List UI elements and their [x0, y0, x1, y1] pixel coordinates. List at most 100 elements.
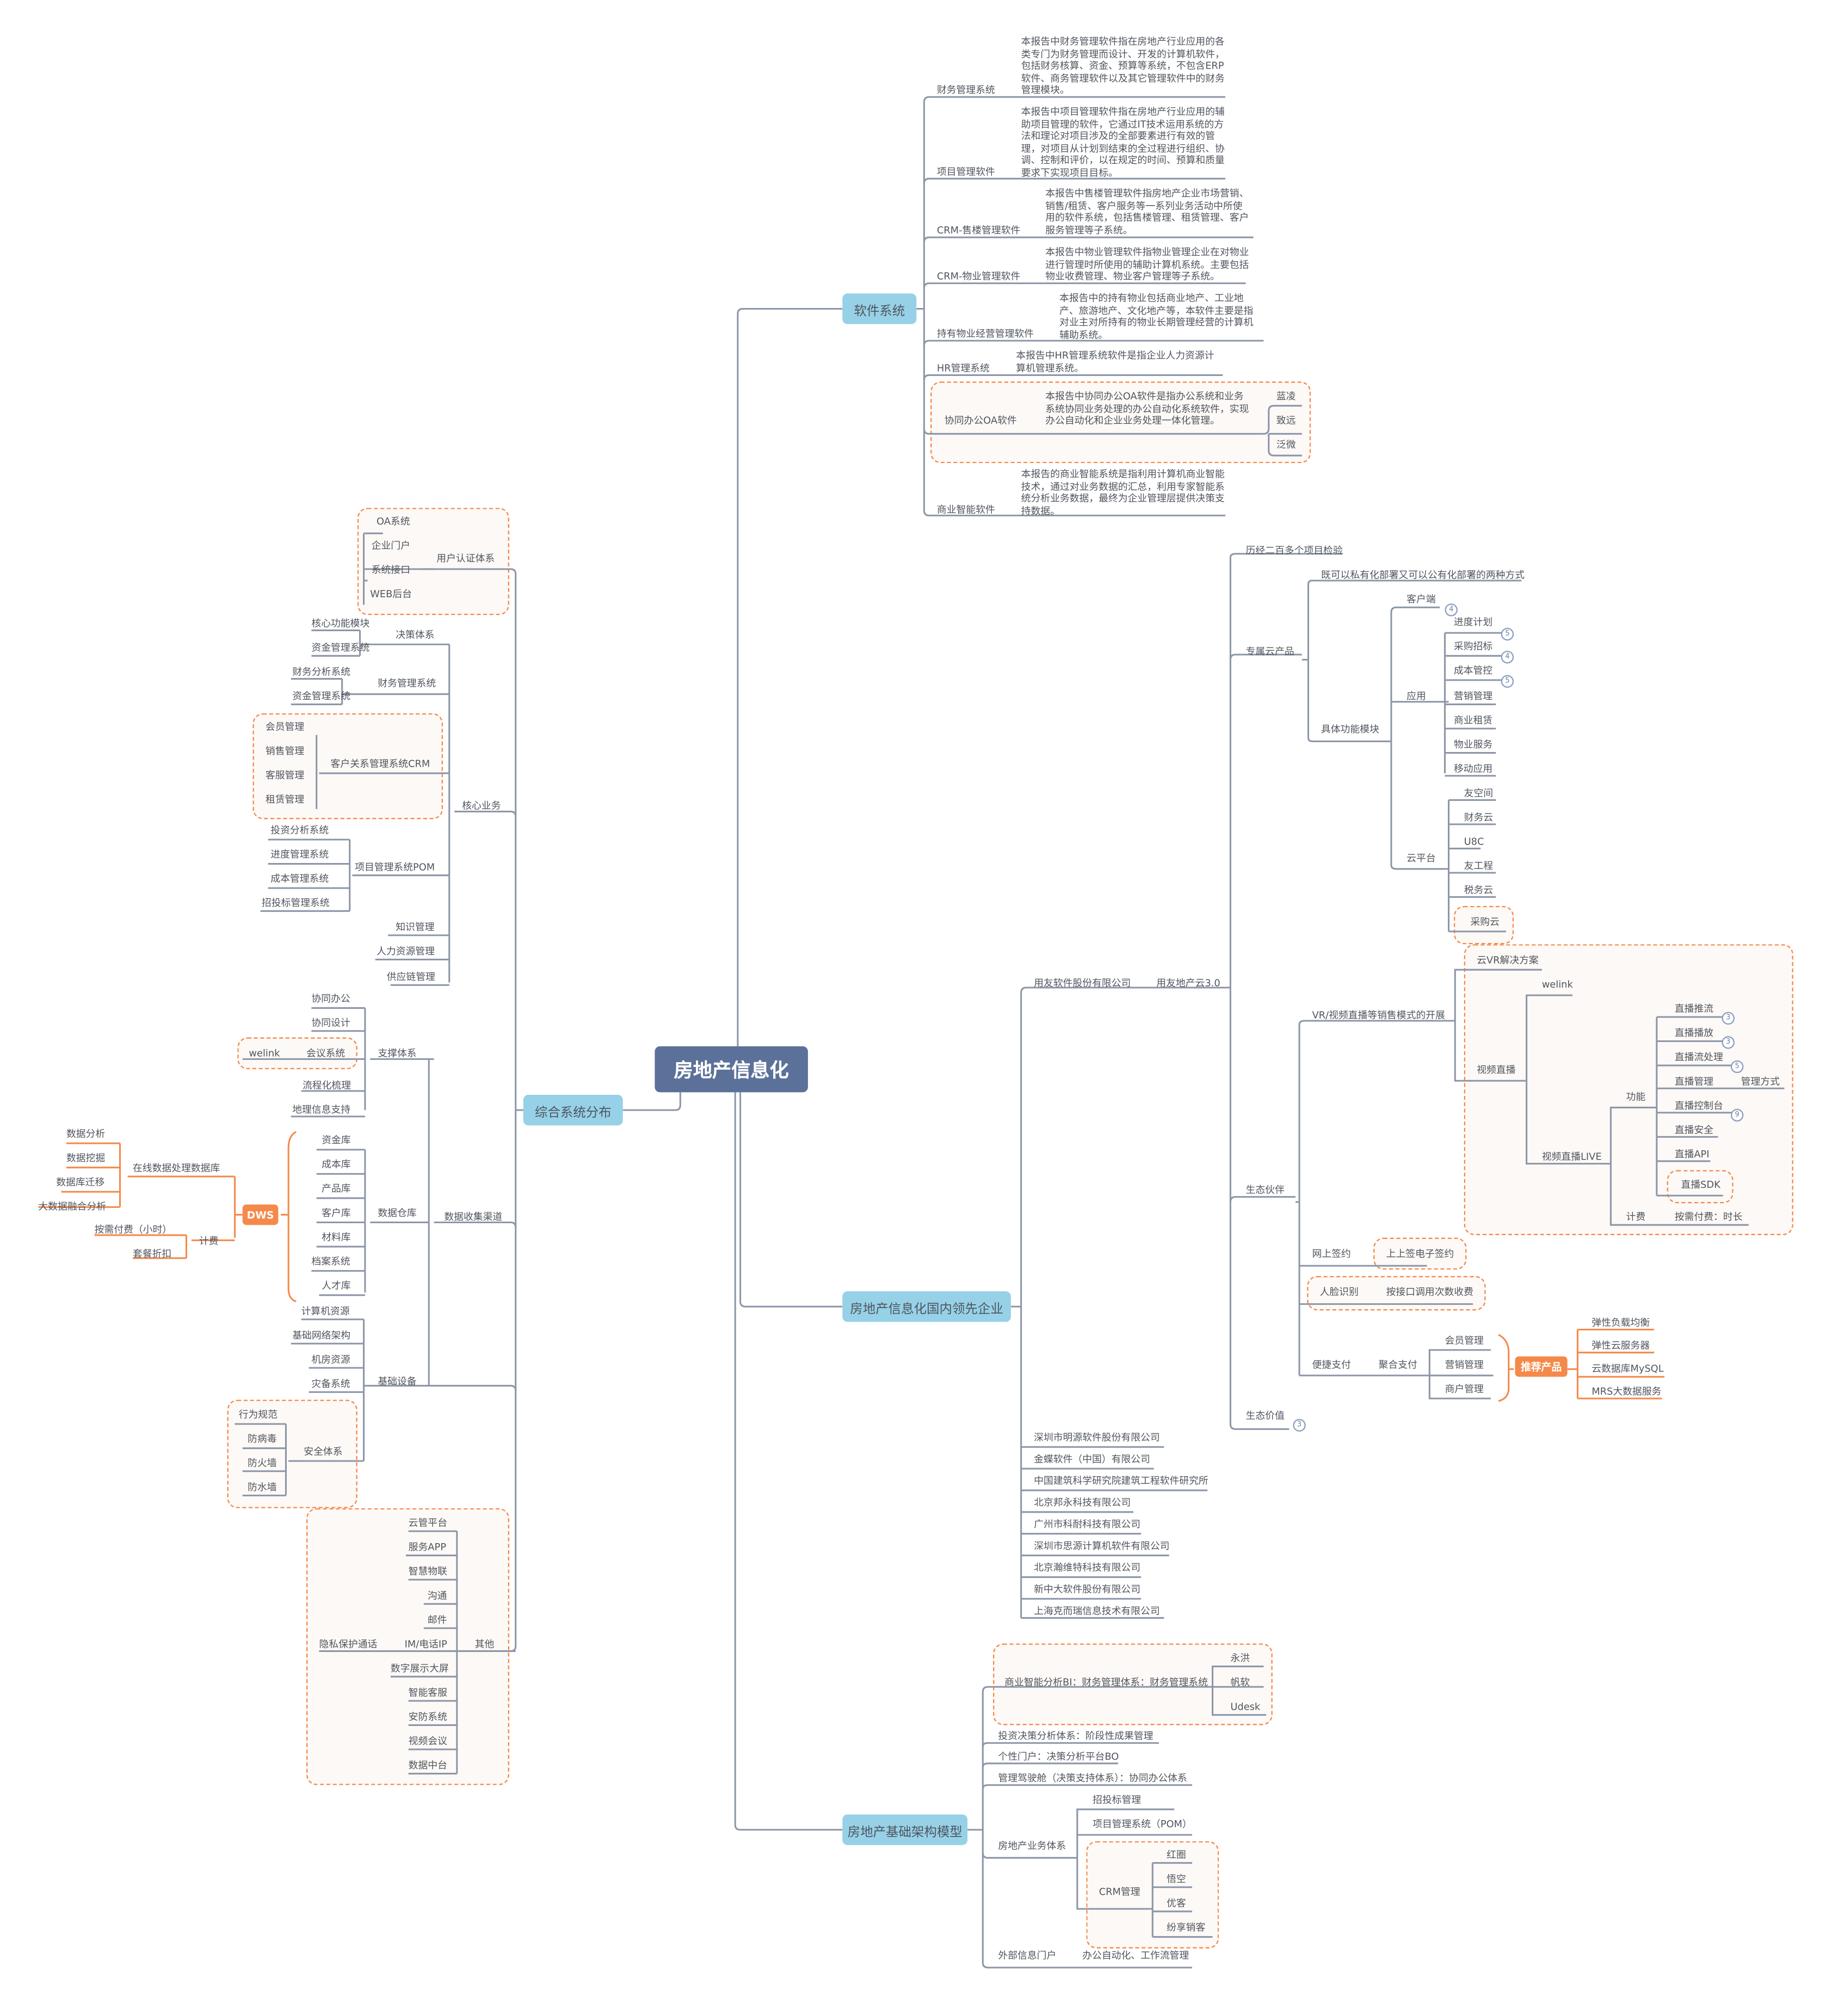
video-live[interactable]: 视频直播: [1477, 1064, 1516, 1076]
infra-item[interactable]: 机房资源: [311, 1354, 350, 1366]
decision-item[interactable]: 资金管理系统: [311, 642, 370, 653]
welink[interactable]: welink: [1541, 978, 1573, 990]
app-item[interactable]: 进度计划: [1453, 616, 1493, 628]
live-function[interactable]: 直播播放: [1674, 1027, 1713, 1039]
core-item[interactable]: 人力资源管理: [377, 945, 435, 957]
live-billing[interactable]: 计费: [1626, 1211, 1646, 1223]
crm-item[interactable]: 销售管理: [265, 745, 305, 757]
business-item[interactable]: 招投标管理: [1093, 1794, 1142, 1806]
face-recognition[interactable]: 人脸识别: [1319, 1286, 1359, 1298]
architecture-item[interactable]: 投资决策分析体系：阶段性成果管理: [998, 1730, 1154, 1742]
dws-node[interactable]: DWS: [242, 1204, 279, 1225]
warehouse-item[interactable]: 成本库: [322, 1158, 351, 1170]
architecture-item[interactable]: 个性门户：决策分析平台BO: [998, 1750, 1119, 1762]
collapsed-count-badge[interactable]: 4: [1501, 650, 1514, 664]
pom-item[interactable]: 投资分析系统: [270, 824, 329, 836]
online-signing-value[interactable]: 上上签电子签约: [1386, 1248, 1454, 1260]
cloud-item[interactable]: 采购云: [1470, 916, 1500, 928]
branch-software-systems[interactable]: 软件系统: [842, 293, 917, 324]
software-item[interactable]: 持有物业经营管理软件: [936, 328, 1034, 340]
ecosystem-value[interactable]: 生态价值: [1245, 1410, 1285, 1422]
recommended-item[interactable]: 云数据库MySQL: [1592, 1363, 1664, 1374]
security-item[interactable]: 行为规范: [238, 1408, 277, 1420]
aggregate-payment[interactable]: 聚合支付: [1378, 1359, 1417, 1371]
company-item[interactable]: 北京瀚维特科技有限公司: [1034, 1562, 1141, 1574]
software-item[interactable]: 财务管理系统: [936, 84, 995, 96]
business-system[interactable]: 房地产业务体系: [998, 1840, 1066, 1852]
meeting-sub[interactable]: welink: [249, 1047, 280, 1059]
company-item[interactable]: 新中大软件股份有限公司: [1034, 1583, 1141, 1595]
crm-item[interactable]: 客服管理: [265, 769, 305, 781]
other-item[interactable]: 智慧物联: [408, 1565, 447, 1577]
cloud-item[interactable]: 财务云: [1464, 811, 1494, 823]
software-item[interactable]: CRM-物业管理软件: [936, 270, 1021, 282]
live-billing-value[interactable]: 按需付费：时长: [1674, 1211, 1743, 1223]
live-function[interactable]: 直播安全: [1674, 1124, 1713, 1136]
core-item[interactable]: 供应链管理: [386, 971, 435, 983]
pom-system[interactable]: 项目管理系统POM: [355, 861, 435, 873]
other-item[interactable]: 云管平台: [408, 1517, 447, 1529]
pom-item[interactable]: 招投标管理系统: [261, 897, 330, 909]
bi-vendor[interactable]: 永洪: [1230, 1652, 1250, 1664]
crm-vendor[interactable]: 纷享销客: [1167, 1921, 1206, 1933]
architecture-item[interactable]: 管理驾驶舱（决策支持体系）：协同办公体系: [998, 1772, 1187, 1784]
collapsed-count-badge[interactable]: 9: [1730, 1108, 1744, 1122]
data-warehouse[interactable]: 数据仓库: [378, 1207, 417, 1219]
other-item[interactable]: 沟通: [427, 1589, 447, 1601]
warehouse-item[interactable]: 人才库: [322, 1280, 351, 1292]
crm-item[interactable]: 租赁管理: [265, 793, 305, 805]
live-function[interactable]: 直播API: [1674, 1148, 1710, 1160]
vr-sales[interactable]: VR/视频直播等销售模式的开展: [1312, 1009, 1445, 1021]
other-item[interactable]: 安防系统: [408, 1711, 447, 1723]
business-item[interactable]: 项目管理系统（POM）: [1093, 1818, 1192, 1830]
security-system[interactable]: 安全体系: [304, 1445, 343, 1457]
support-system[interactable]: 支撑体系: [378, 1047, 417, 1059]
warehouse-item[interactable]: 资金库: [322, 1134, 351, 1146]
collapsed-count-badge[interactable]: 5: [1730, 1060, 1744, 1074]
dws-billing-item[interactable]: 按需付费（小时）: [94, 1223, 172, 1235]
live-functions[interactable]: 功能: [1626, 1090, 1646, 1103]
software-item[interactable]: 协同办公OA软件: [944, 415, 1017, 427]
cloud-item[interactable]: U8C: [1464, 835, 1484, 848]
infra-item[interactable]: 灾备系统: [311, 1378, 350, 1390]
software-item[interactable]: CRM-售楼管理软件: [936, 224, 1021, 236]
crm-system[interactable]: 客户关系管理系统CRM: [330, 757, 430, 770]
data-channel[interactable]: 数据收集渠道: [444, 1211, 503, 1223]
online-signing[interactable]: 网上签约: [1312, 1248, 1351, 1260]
bi-analysis[interactable]: 商业智能分析BI：财务管理体系：财务管理系统: [1004, 1676, 1208, 1688]
root-topic[interactable]: 房地产信息化: [655, 1046, 808, 1093]
decision-item[interactable]: 核心功能模块: [311, 617, 370, 630]
recommended-item[interactable]: 弹性云服务器: [1592, 1340, 1650, 1352]
company-item[interactable]: 深圳市明源软件股份有限公司: [1034, 1432, 1160, 1444]
product-yonyou-cloud[interactable]: 用友地产云3.0: [1156, 977, 1220, 989]
crm-vendor[interactable]: 悟空: [1167, 1873, 1186, 1885]
client-module[interactable]: 客户端: [1407, 593, 1436, 605]
external-portal[interactable]: 外部信息门户: [998, 1950, 1057, 1962]
support-item[interactable]: 地理信息支持: [292, 1103, 351, 1115]
other-item[interactable]: 数据中台: [408, 1759, 447, 1771]
collapsed-count-badge[interactable]: 3: [1722, 1012, 1735, 1025]
other-item[interactable]: 视频会议: [408, 1735, 447, 1747]
deploy-note[interactable]: 既可以私有化部署又可以公有化部署的两种方式: [1321, 569, 1525, 581]
collapsed-count-badge[interactable]: 4: [1445, 603, 1458, 616]
warehouse-item[interactable]: 产品库: [322, 1182, 351, 1194]
collapsed-count-badge[interactable]: 5: [1501, 627, 1514, 641]
security-item[interactable]: 防水墙: [248, 1481, 277, 1493]
branch-architecture-model[interactable]: 房地产基础架构模型: [842, 1814, 968, 1845]
user-auth-item[interactable]: WEB后台: [370, 588, 412, 600]
bi-vendor[interactable]: Udesk: [1230, 1700, 1261, 1712]
branch-leading-companies[interactable]: 房地产信息化国内领先企业: [842, 1291, 1011, 1322]
payment-item[interactable]: 商户管理: [1445, 1383, 1484, 1395]
app-item[interactable]: 采购招标: [1453, 640, 1493, 652]
quick-payment[interactable]: 便捷支付: [1312, 1359, 1351, 1371]
payment-item[interactable]: 会员管理: [1445, 1334, 1484, 1346]
infrastructure[interactable]: 基础设备: [378, 1375, 417, 1388]
live-function[interactable]: 直播流处理: [1674, 1051, 1723, 1063]
other-item[interactable]: 服务APP: [408, 1541, 446, 1553]
crm-vendor[interactable]: 红圈: [1167, 1848, 1186, 1861]
bi-vendor[interactable]: 帆软: [1230, 1676, 1250, 1688]
warehouse-item[interactable]: 材料库: [322, 1231, 351, 1243]
support-item[interactable]: 协同设计: [311, 1016, 350, 1029]
live-function[interactable]: 直播推流: [1674, 1003, 1713, 1015]
im-sub[interactable]: 隐私保护通话: [319, 1638, 378, 1650]
